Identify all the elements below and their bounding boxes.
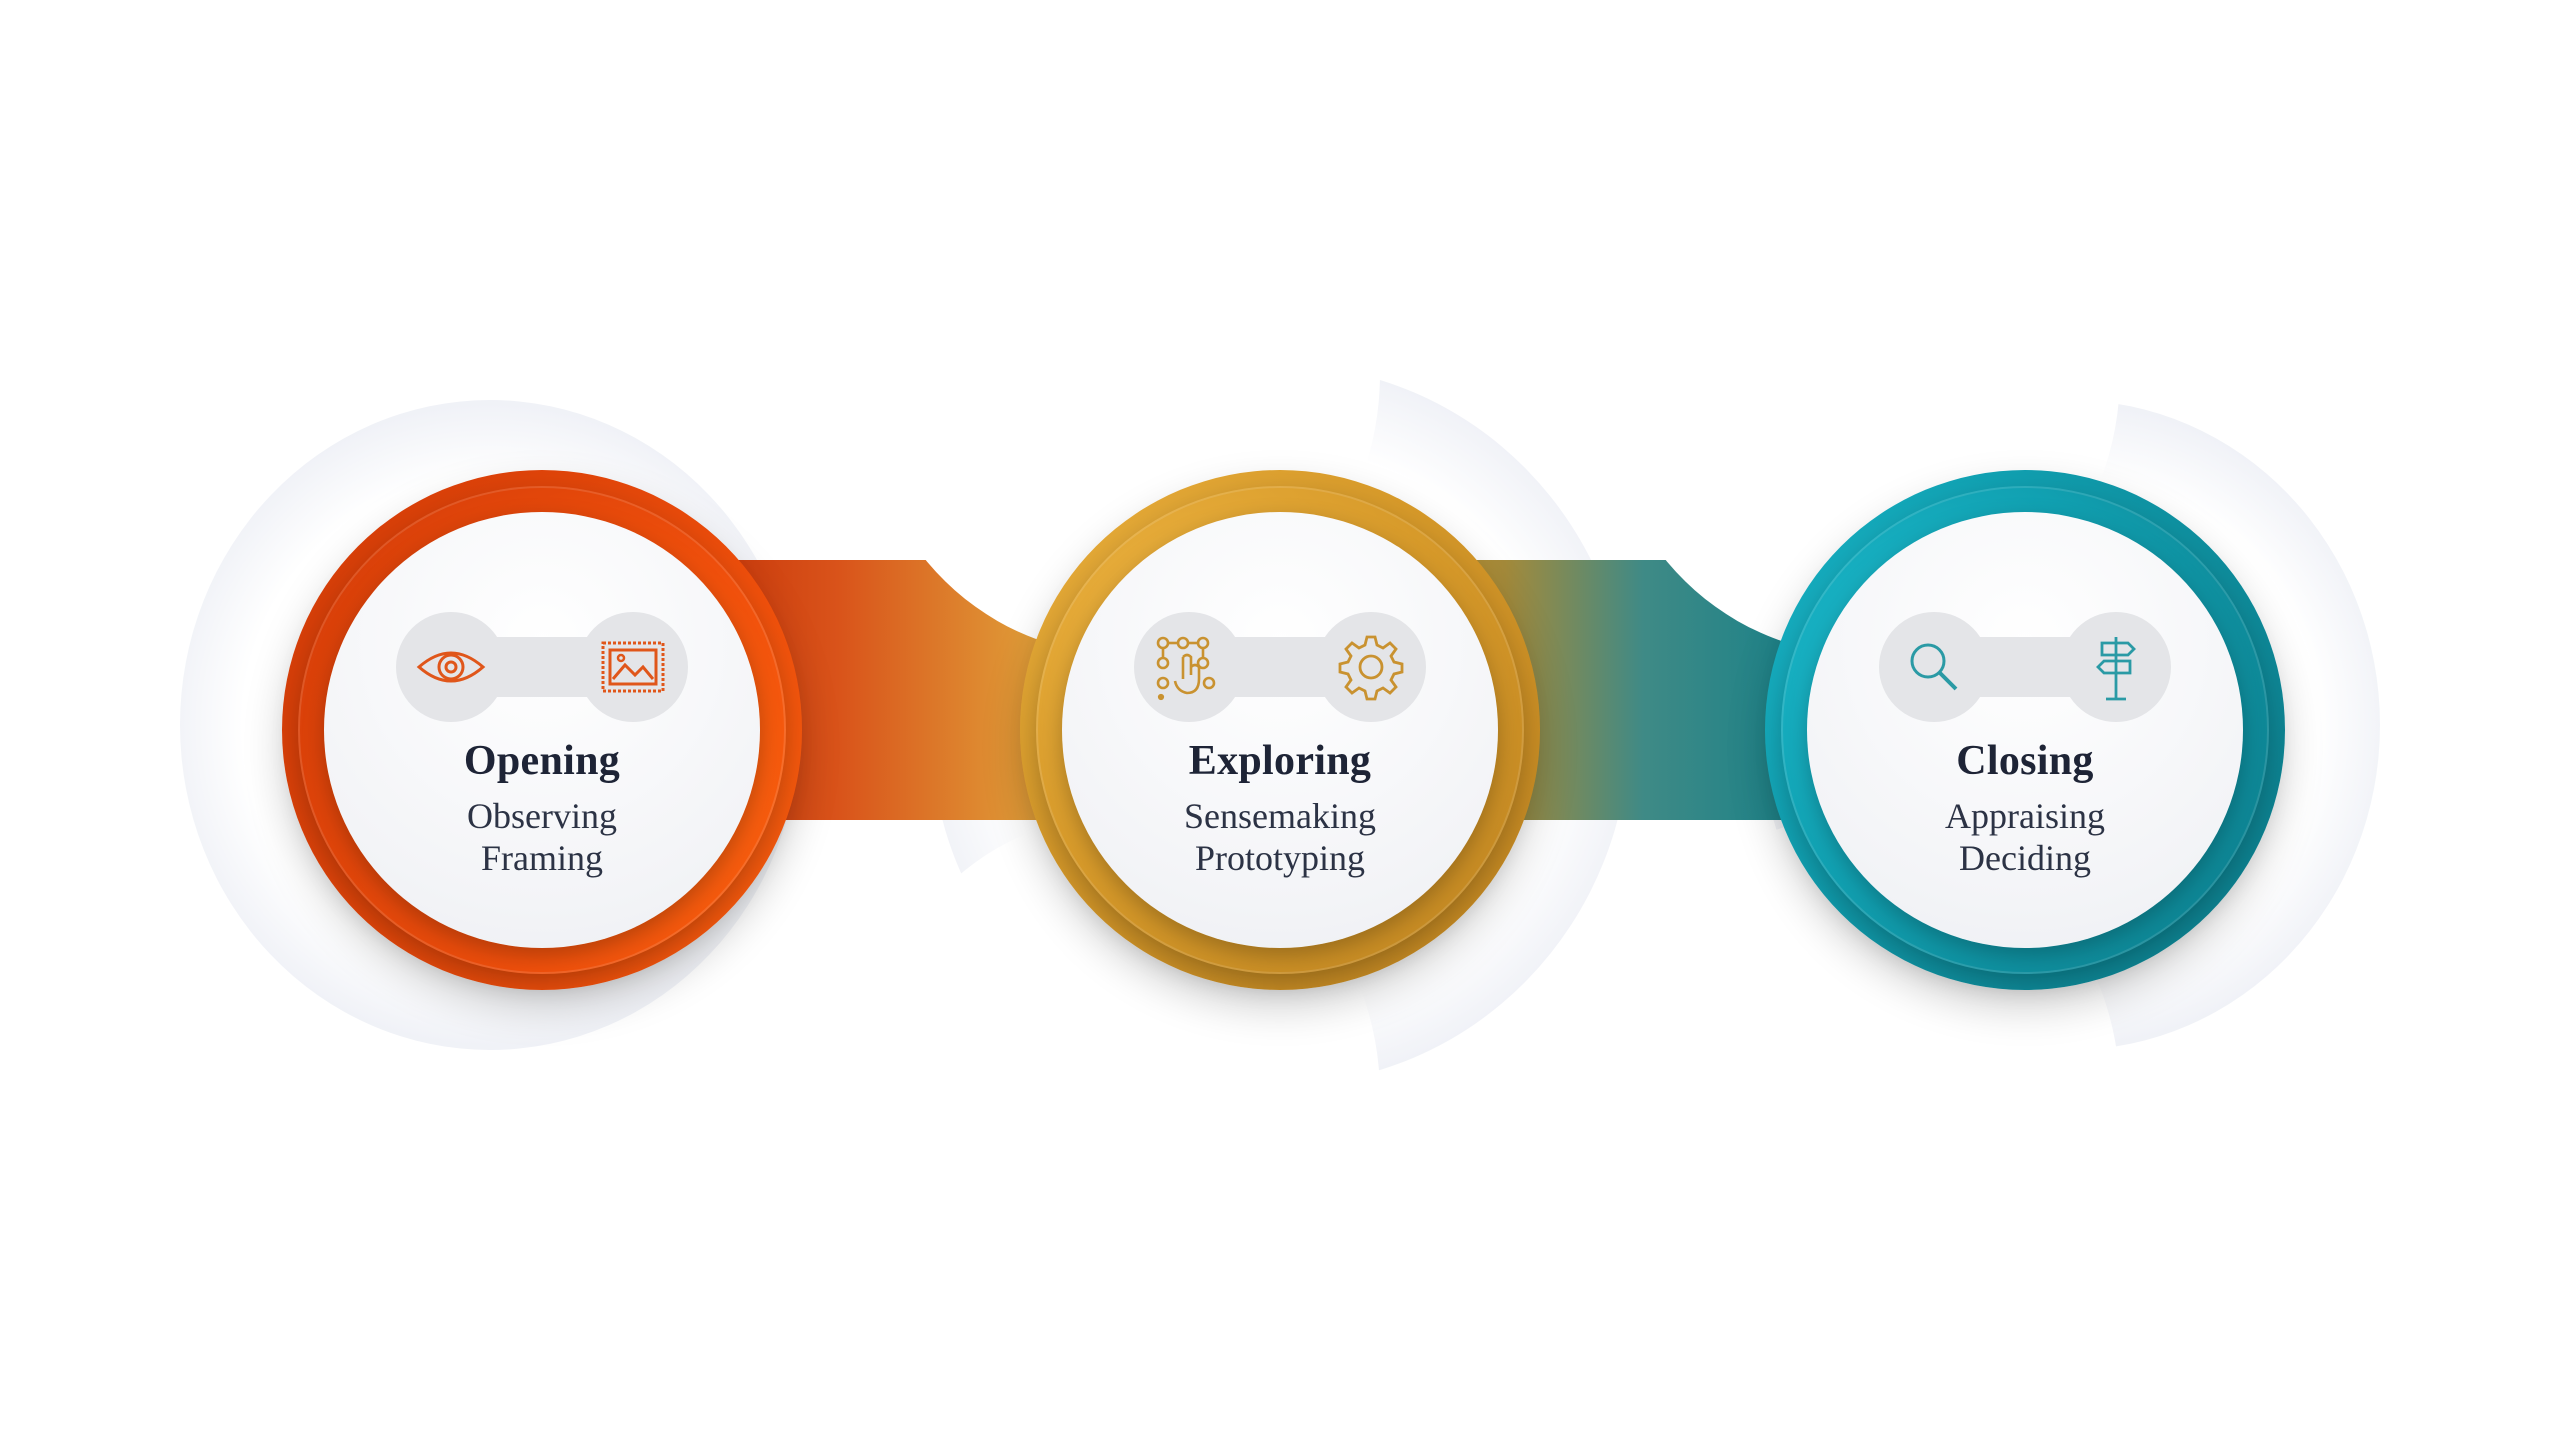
stage-title: Opening — [463, 738, 621, 784]
stage-item: Deciding — [1959, 838, 2091, 878]
stage-item: Prototyping — [1194, 838, 1365, 878]
stage-item: Observing — [467, 796, 617, 836]
stage-title: Exploring — [1188, 738, 1372, 784]
opening-icon-pill — [396, 612, 688, 722]
stage-item: Appraising — [1945, 796, 2105, 836]
stage-item: Sensemaking — [1184, 796, 1376, 836]
stage-title: Closing — [1956, 738, 2094, 784]
eye-icon — [416, 651, 486, 683]
gear-icon — [1338, 635, 1404, 701]
magnifier-icon — [1910, 643, 1958, 691]
exploring-icon-pill — [1134, 612, 1426, 722]
framed-picture-icon — [601, 641, 665, 693]
opening-face: Opening Observing Framing — [324, 512, 760, 948]
stage-item: Framing — [481, 838, 603, 878]
stage-closing: Closing Appraising Deciding — [1765, 470, 2285, 990]
stage-opening: Opening Observing Framing — [282, 470, 802, 990]
stage-exploring: Exploring Sensemaking Prototyping — [1020, 470, 1540, 990]
touch-network-icon — [1156, 636, 1216, 701]
closing-face: Closing Appraising Deciding — [1807, 512, 2243, 948]
signpost-icon — [2096, 637, 2136, 701]
exploring-face: Exploring Sensemaking Prototyping — [1062, 512, 1498, 948]
closing-icon-pill — [1879, 612, 2171, 722]
